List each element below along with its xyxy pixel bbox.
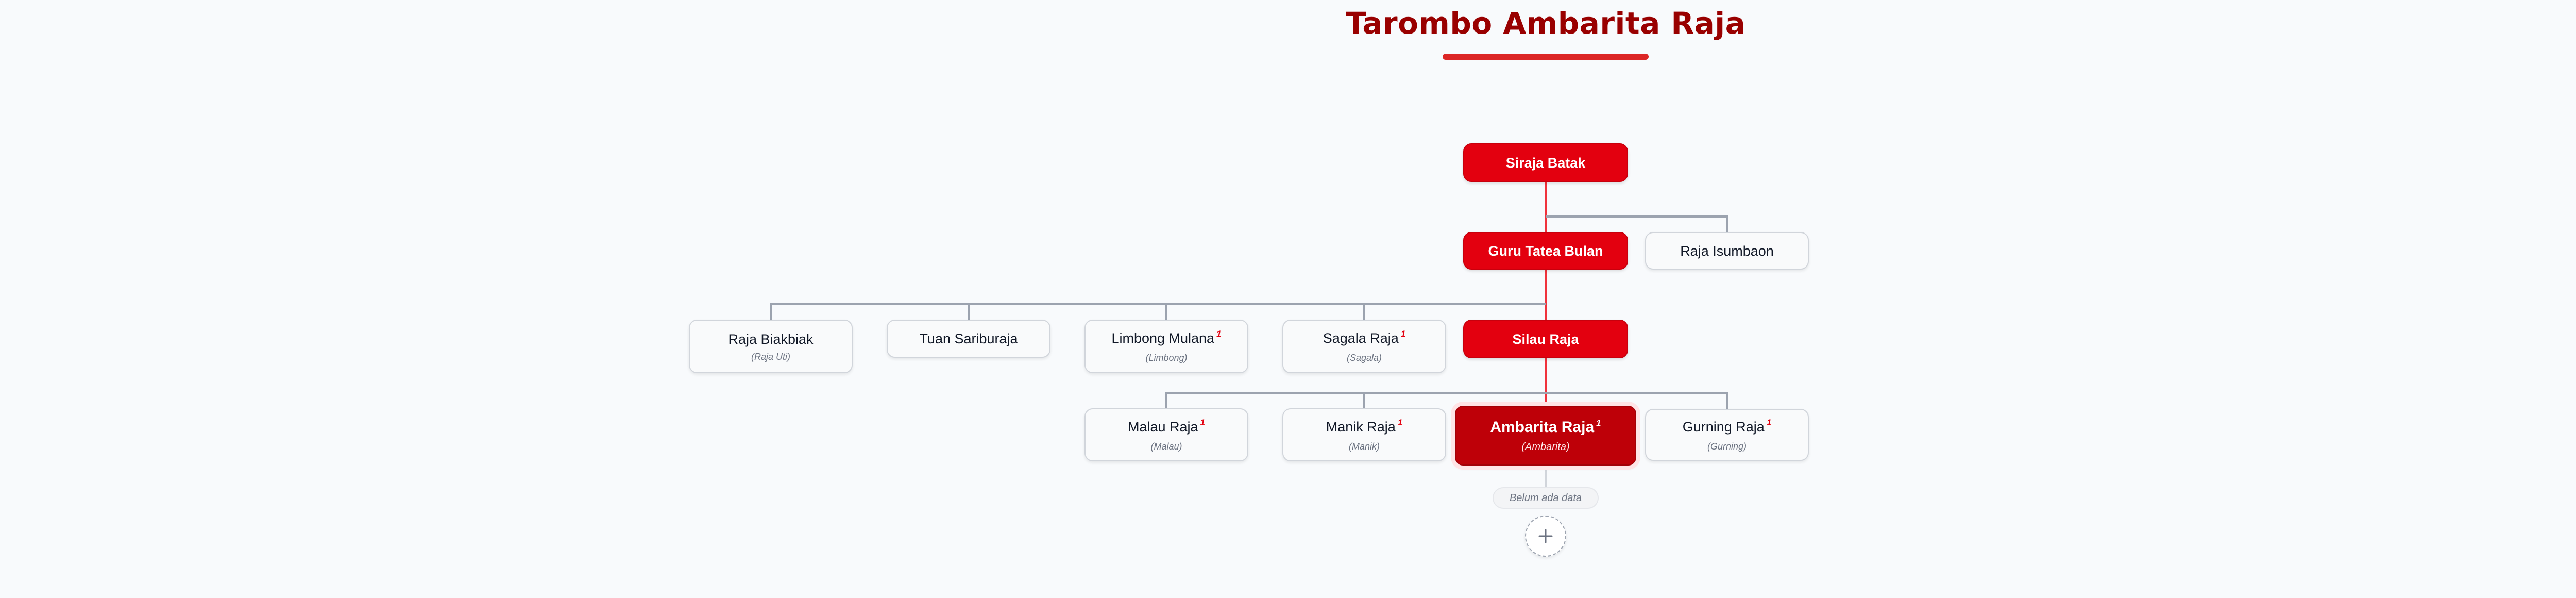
connector-sagala (1363, 303, 1365, 320)
descendant-marker: 1 (1397, 417, 1403, 427)
lineage-connector (1545, 182, 1547, 232)
node-alias: (Sagala) (1346, 353, 1382, 363)
node-alias: (Malau) (1150, 441, 1182, 452)
descendant-marker: 1 (1400, 329, 1406, 339)
connector-isumbaon (1726, 215, 1728, 232)
connector-manik (1363, 392, 1365, 408)
node-name: Gurning Raja (1682, 419, 1765, 435)
node-name: Manik Raja (1326, 419, 1396, 435)
descendant-marker: 1 (1216, 329, 1222, 339)
node-raja-isumbaon[interactable]: Raja Isumbaon (1645, 232, 1809, 270)
node-name: Raja Biakbiak (728, 331, 814, 347)
node-name: Limbong Mulana (1111, 330, 1215, 346)
connector-sariburaja (968, 303, 970, 320)
descendant-marker: 1 (1596, 418, 1601, 428)
descendant-marker: 1 (1766, 417, 1772, 427)
connector-biakbiak (770, 303, 772, 320)
node-silau-raja[interactable]: Silau Raja (1463, 320, 1628, 358)
node-name: Sagala Raja (1323, 330, 1399, 346)
empty-state-badge: Belum ada data (1493, 487, 1599, 509)
connector-gen3 (770, 303, 1546, 305)
connector-gen4 (1165, 392, 1728, 394)
node-alias: (Gurning) (1707, 441, 1747, 452)
lineage-connector (1545, 358, 1547, 402)
node-name: Ambarita Raja (1490, 419, 1595, 436)
lineage-connector (1545, 270, 1547, 320)
node-alias: (Limbong) (1145, 353, 1188, 363)
plus-icon (1538, 529, 1553, 543)
connector-gurning (1726, 392, 1728, 409)
node-name: Guru Tatea Bulan (1488, 243, 1603, 259)
node-name: Tuan Sariburaja (919, 331, 1018, 346)
node-name: Raja Isumbaon (1680, 243, 1774, 259)
node-name: Siraja Batak (1505, 155, 1586, 171)
node-tuan-sariburaja[interactable]: Tuan Sariburaja (887, 320, 1050, 358)
connector-empty (1545, 470, 1547, 487)
node-name: Malau Raja (1127, 419, 1198, 435)
node-siraja-batak[interactable]: Siraja Batak (1463, 143, 1628, 182)
node-alias: (Manik) (1348, 441, 1380, 452)
connector-malau (1165, 392, 1167, 408)
node-alias: (Raja Uti) (751, 352, 790, 362)
connector-limbong (1165, 303, 1167, 320)
page-title: Tarombo Ambarita Raja (1345, 6, 1746, 41)
node-guru-tatea-bulan[interactable]: Guru Tatea Bulan (1463, 232, 1628, 270)
node-alias: (Ambarita) (1521, 441, 1570, 453)
title-underline (1443, 54, 1649, 60)
connector-gen2 (1546, 215, 1728, 218)
node-raja-biakbiak[interactable]: Raja Biakbiak (Raja Uti) (689, 320, 853, 373)
node-name: Silau Raja (1512, 331, 1579, 347)
descendant-marker: 1 (1200, 417, 1206, 427)
add-child-button[interactable] (1525, 516, 1566, 557)
